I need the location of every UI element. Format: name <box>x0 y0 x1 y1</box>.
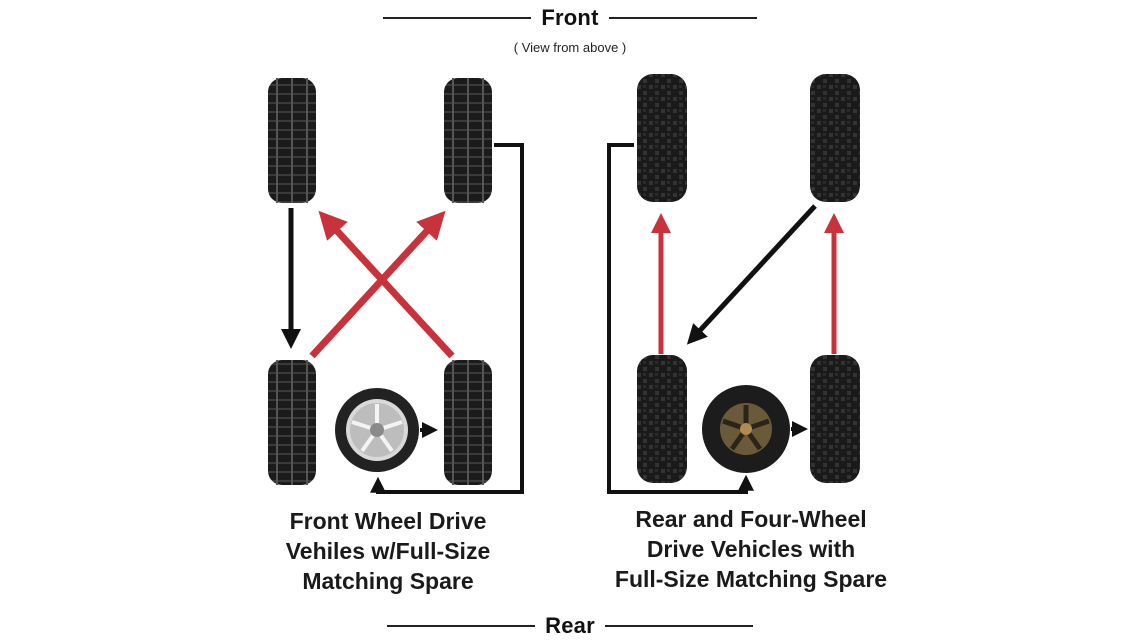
rear-header: Rear <box>0 613 1140 639</box>
rear-label: Rear <box>545 613 595 638</box>
fwd-front-right-tire <box>444 78 492 203</box>
fwd-caption-line-1: Front Wheel Drive <box>289 508 487 534</box>
fwd-caption-line-3: Matching Spare <box>302 568 474 594</box>
rwd-caption-line-1: Rear and Four-Wheel <box>635 506 867 532</box>
fwd-rear-left-tire <box>268 360 316 485</box>
rear-rule-right <box>604 625 753 627</box>
rwd-arrow-front-right-to-rear-left <box>686 204 817 345</box>
view-subtitle: ( View from above ) <box>513 40 627 55</box>
rwd-front-left-tire <box>637 74 687 202</box>
rwd-rear-right-tire <box>810 355 860 483</box>
front-label: Front <box>541 5 599 30</box>
rwd-caption-line-2: Drive Vehicles with <box>646 536 856 562</box>
fwd-caption-line-2: Vehiles w/Full-Size <box>285 538 491 564</box>
fwd-arrow-front-right-to-spare <box>370 143 524 494</box>
rwd-rear-left-tire <box>637 355 687 483</box>
rwd-caption-line-3: Full-Size Matching Spare <box>614 566 888 592</box>
rwd-arrow-front-left-to-spare <box>607 143 754 494</box>
front-rule-right <box>608 17 757 19</box>
rwd-caption: Rear and Four-Wheel Drive Vehicles with … <box>590 504 912 594</box>
fwd-arrow-rear-left-to-front-right <box>309 210 446 359</box>
rwd-front-right-tire <box>810 74 860 202</box>
fwd-spare-wheel <box>335 388 419 472</box>
rwd-spare-wheel <box>702 385 790 473</box>
front-rule-left <box>383 17 532 19</box>
fwd-rear-right-tire <box>444 360 492 485</box>
fwd-caption: Front Wheel Drive Vehiles w/Full-Size Ma… <box>248 506 528 596</box>
fwd-arrow-rear-right-to-front-left <box>318 210 455 359</box>
fwd-front-left-tire <box>268 78 316 203</box>
front-header: Front <box>0 5 1140 31</box>
rear-rule-left <box>387 625 536 627</box>
